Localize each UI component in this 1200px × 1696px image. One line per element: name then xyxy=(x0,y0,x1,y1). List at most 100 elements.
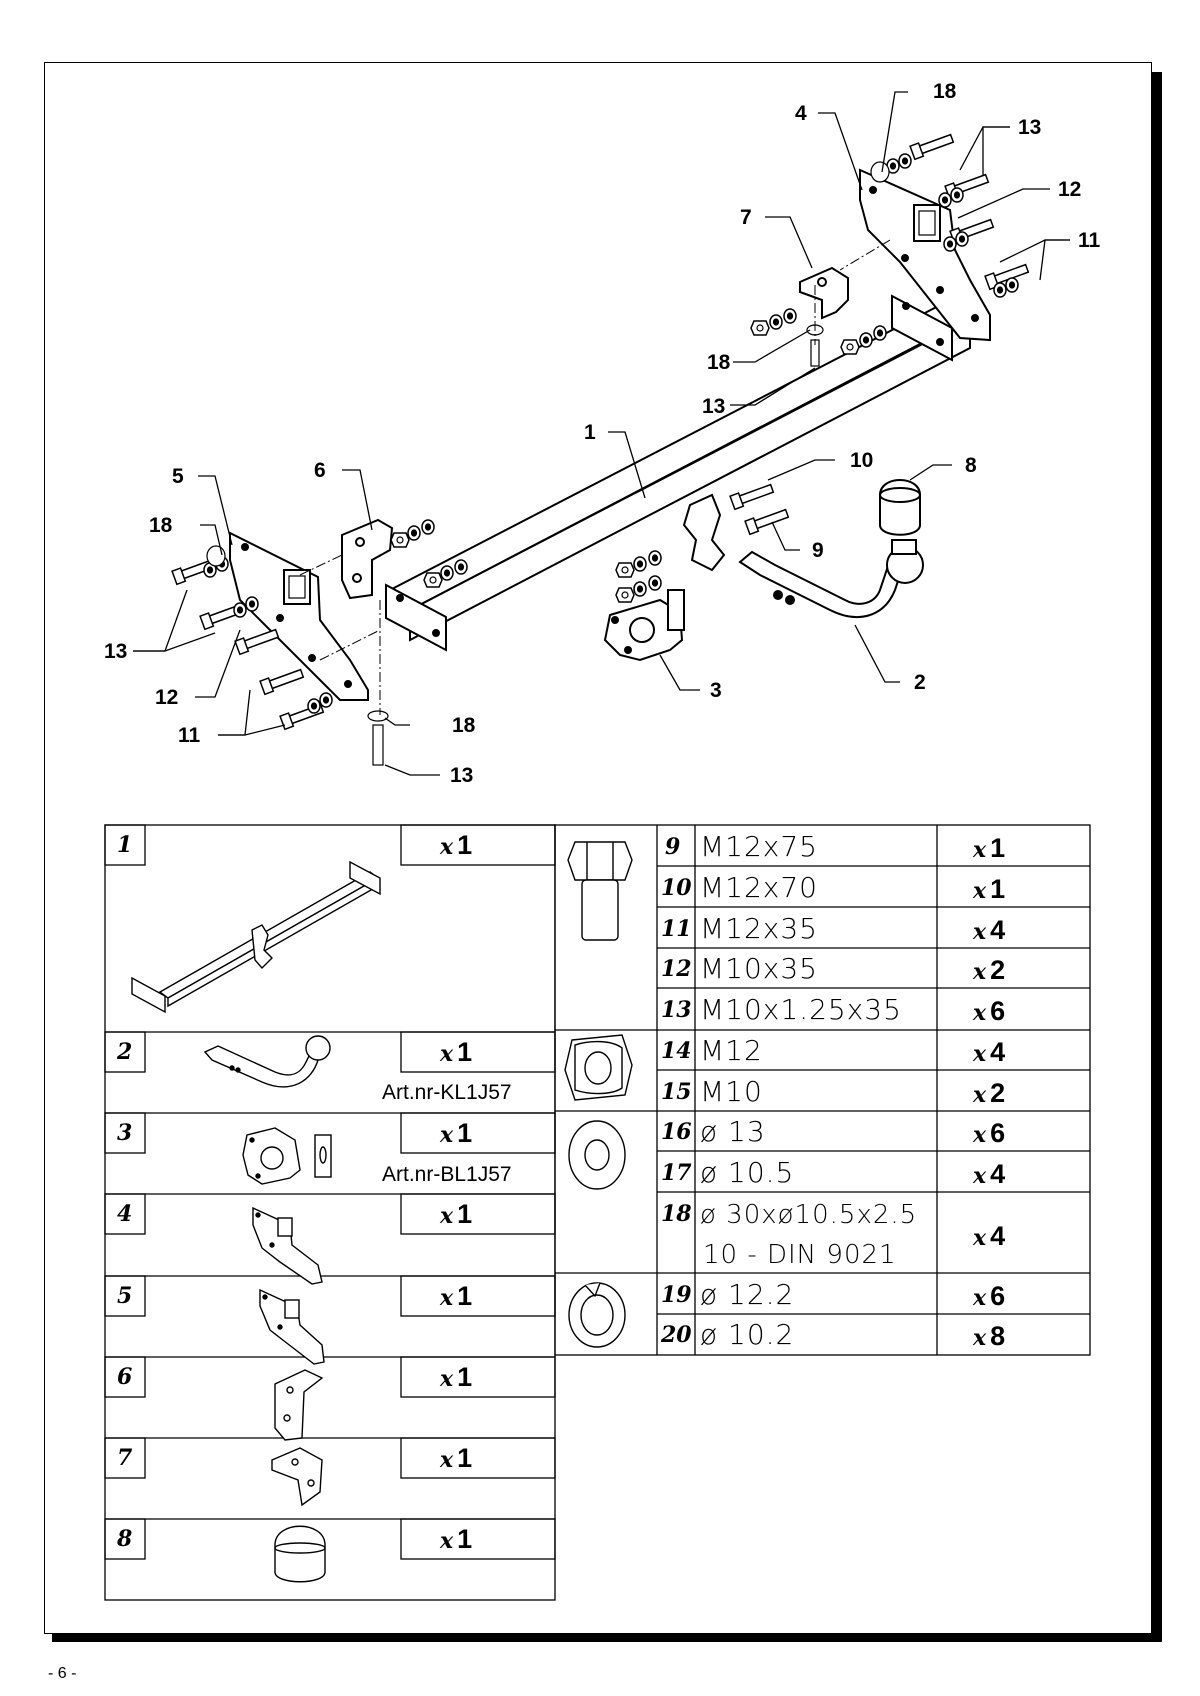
hardware-spec: M10 xyxy=(700,1075,763,1108)
svg-text:x2: x2 xyxy=(972,1078,1005,1108)
callout-label: 10 xyxy=(850,449,873,472)
hardware-spec: M12 xyxy=(700,1034,763,1067)
svg-text:x4: x4 xyxy=(972,915,1005,945)
callout-label: 7 xyxy=(740,206,752,229)
callout-label: 1 xyxy=(584,421,596,444)
qty-value: 1 xyxy=(457,1199,472,1229)
thumb-bracket-4-icon xyxy=(252,1206,323,1285)
qty-value: 6 xyxy=(990,1281,1005,1311)
qty-prefix: x xyxy=(972,1325,987,1351)
qty-prefix: x xyxy=(972,1163,987,1189)
callout-label: 11 xyxy=(178,724,201,747)
article-number: Art.nr-KL1J57 xyxy=(382,1081,512,1104)
qty-value: 2 xyxy=(990,955,1005,985)
side-bracket-part-4 xyxy=(859,168,991,342)
thumb-crossbar-icon xyxy=(131,860,381,1014)
qty-value: 1 xyxy=(457,1037,472,1067)
ball-mount-bracket xyxy=(682,493,726,572)
callout-labels: 18 13 4 12 11 7 18 13 1 10 8 9 2 3 5 6 1… xyxy=(104,80,1101,787)
part-number: 8 xyxy=(116,1526,132,1552)
svg-text:x4: x4 xyxy=(972,1037,1005,1067)
callout-label: 13 xyxy=(1018,116,1041,139)
page-number: - 6 - xyxy=(48,1665,77,1682)
callout-label: 4 xyxy=(795,102,807,125)
svg-text:x1: x1 xyxy=(439,1362,472,1392)
alignment-lines xyxy=(299,239,891,715)
svg-text:x1: x1 xyxy=(439,1524,472,1554)
qty-value: 4 xyxy=(990,1221,1005,1251)
svg-text:x4: x4 xyxy=(972,1221,1005,1251)
qty-prefix: x xyxy=(439,1041,454,1067)
hardware-spec: M12x75 xyxy=(700,830,818,863)
part-number: 7 xyxy=(117,1445,133,1471)
thumb-angle-bracket-6-icon xyxy=(274,1369,324,1441)
svg-text:x1: x1 xyxy=(439,830,472,860)
qty-prefix: x xyxy=(972,1225,987,1251)
hardware-spec: ø 13 xyxy=(700,1115,766,1148)
angle-bracket-part-7 xyxy=(799,266,849,320)
thumb-socket-plate-icon xyxy=(242,1127,332,1185)
spring-washer-icon xyxy=(568,1282,626,1348)
svg-text:x4: x4 xyxy=(972,1159,1005,1189)
hardware-spec-standard: 10 - DIN 9021 xyxy=(703,1240,897,1270)
hex-bolt-icon xyxy=(567,841,633,941)
svg-text:x1: x1 xyxy=(972,874,1005,904)
hardware-number: 11 xyxy=(661,916,692,942)
qty-value: 6 xyxy=(990,996,1005,1026)
callout-label: 18 xyxy=(149,514,173,537)
callout-label: 18 xyxy=(452,714,476,737)
qty-prefix: x xyxy=(972,1041,987,1067)
callout-label: 13 xyxy=(702,395,725,418)
exploded-diagram xyxy=(133,91,1070,776)
qty-value: 1 xyxy=(457,830,472,860)
svg-text:x6: x6 xyxy=(972,996,1005,1026)
callout-label: 8 xyxy=(965,454,977,477)
qty-prefix: x xyxy=(972,1082,987,1108)
qty-value: 1 xyxy=(457,1362,472,1392)
hardware-spec: ø 12.2 xyxy=(700,1278,794,1311)
qty-value: 4 xyxy=(990,1159,1005,1189)
qty-prefix: x xyxy=(972,959,987,985)
hardware-spec: ø 10.2 xyxy=(700,1318,794,1351)
hardware-spec: M10x35 xyxy=(700,952,818,985)
part-number: 5 xyxy=(117,1283,132,1309)
socket-plate-part-3 xyxy=(603,589,685,662)
part-number: 4 xyxy=(117,1201,132,1227)
qty-prefix: x xyxy=(972,1285,987,1311)
svg-text:x1: x1 xyxy=(439,1199,472,1229)
hardware-spec: M12x70 xyxy=(700,871,818,904)
part-number: 3 xyxy=(117,1120,132,1146)
article-number: Art.nr-BL1J57 xyxy=(382,1163,512,1186)
qty-value: 1 xyxy=(457,1281,472,1311)
svg-text:x8: x8 xyxy=(972,1321,1005,1351)
qty-value: 4 xyxy=(990,1037,1005,1067)
callout-label: 18 xyxy=(933,80,957,103)
svg-text:x1: x1 xyxy=(439,1443,472,1473)
hardware-number: 18 xyxy=(661,1201,692,1227)
qty-value: 4 xyxy=(990,915,1005,945)
side-bracket-part-5 xyxy=(229,531,369,701)
qty-prefix: x xyxy=(439,1447,454,1473)
svg-text:x6: x6 xyxy=(972,1281,1005,1311)
qty-value: 1 xyxy=(990,833,1005,863)
callout-label: 12 xyxy=(1058,178,1081,201)
hardware-number: 20 xyxy=(660,1322,692,1348)
thumb-ball-cap-icon xyxy=(274,1525,326,1583)
thumb-tow-ball-icon xyxy=(203,1035,331,1088)
